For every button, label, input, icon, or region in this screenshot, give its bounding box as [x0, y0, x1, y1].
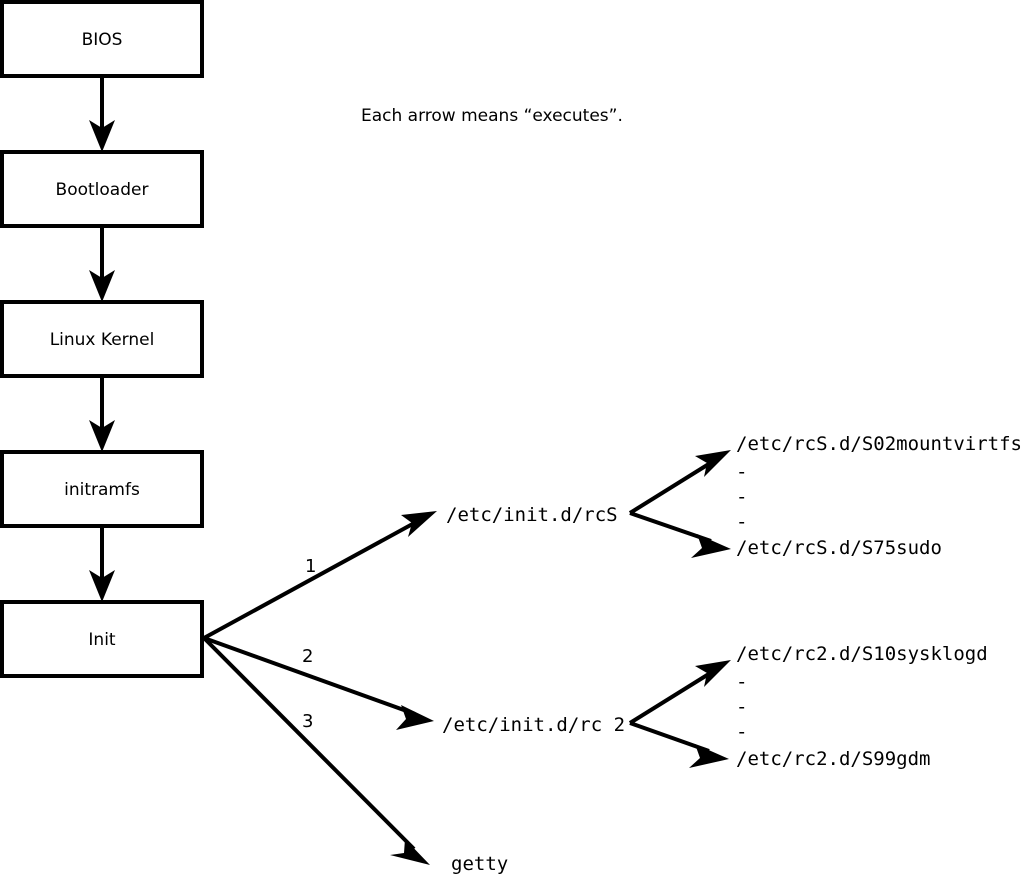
- rcs-ellipsis-dash-1: -: [736, 461, 747, 483]
- node-rcs-label[interactable]: /etc/init.d/rcS: [446, 504, 618, 526]
- rcs-script-first: /etc/rcS.d/S02mountvirtfs: [736, 433, 1022, 455]
- edge-label-1: 1: [305, 556, 316, 577]
- edge-rc2-to-last-script: [629, 721, 729, 768]
- rc2-script-last: /etc/rc2.d/S99gdm: [736, 748, 930, 770]
- node-linux-kernel-label: Linux Kernel: [50, 330, 155, 350]
- edge-rc2-to-first-script: [628, 660, 731, 725]
- edge-init-to-getty: 3: [202, 636, 430, 865]
- node-init[interactable]: Init: [0, 600, 204, 678]
- node-rc2-label[interactable]: /etc/init.d/rc 2: [442, 714, 625, 736]
- node-init-label: Init: [88, 630, 116, 650]
- diagram-caption: Each arrow means “executes”.: [361, 106, 623, 126]
- edge-initramfs-to-init: [89, 527, 115, 602]
- rc2-script-first: /etc/rc2.d/S10sysklogd: [736, 643, 988, 665]
- node-initramfs[interactable]: initramfs: [0, 450, 204, 528]
- node-getty-label[interactable]: getty: [451, 853, 508, 875]
- node-bootloader-label: Bootloader: [56, 180, 149, 200]
- rc2-ellipsis-dash-3: -: [736, 721, 747, 743]
- edge-label-3: 3: [302, 711, 313, 732]
- edge-rcs-to-first-script: [628, 450, 731, 515]
- node-bios[interactable]: BIOS: [0, 0, 204, 78]
- edge-bios-to-bootloader: [89, 78, 115, 152]
- rcs-script-last: /etc/rcS.d/S75sudo: [736, 537, 942, 559]
- edge-bootloader-to-kernel: [89, 227, 115, 302]
- edge-kernel-to-initramfs: [89, 377, 115, 452]
- rcs-ellipsis-dash-2: -: [736, 486, 747, 508]
- rcs-ellipsis-dash-3: -: [736, 511, 747, 533]
- boot-chain-edges: [89, 78, 115, 602]
- edge-init-to-rcs: 1: [203, 511, 437, 640]
- rc2-ellipsis-dash-1: -: [736, 671, 747, 693]
- node-linux-kernel[interactable]: Linux Kernel: [0, 300, 204, 378]
- rc2-ellipsis-dash-2: -: [736, 696, 747, 718]
- node-bios-label: BIOS: [82, 30, 123, 50]
- node-initramfs-label: initramfs: [64, 480, 140, 500]
- edge-init-to-rc2: 2: [203, 636, 434, 730]
- node-bootloader[interactable]: Bootloader: [0, 150, 204, 228]
- edge-label-2: 2: [302, 646, 313, 667]
- edge-rcs-to-last-script: [629, 511, 731, 558]
